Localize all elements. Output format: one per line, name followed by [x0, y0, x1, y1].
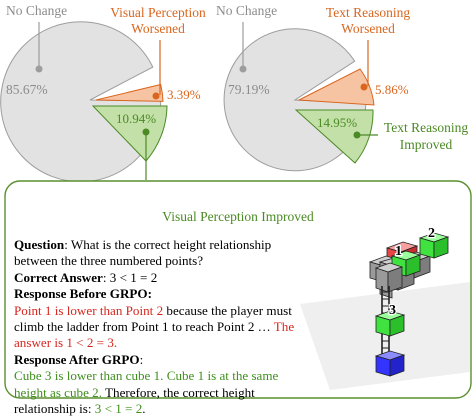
right-worsened-label-line1: Text Reasoning: [326, 5, 410, 20]
after-grpo-response: Cube 3 is lower than cube 1. Cube 1 is a…: [14, 368, 314, 417]
figure-canvas: No Change 85.67% Visual Perception Worse…: [0, 3, 472, 399]
question-text: : What is the correct height relationshi…: [14, 237, 272, 269]
correct-answer-text: : 3 < 1 = 2: [102, 269, 158, 285]
after-grpo-text-3: 3 < 1 = 2: [94, 401, 143, 417]
right-improved-label-line1: Text Reasoning: [384, 120, 468, 135]
green-cube-3: [374, 310, 406, 337]
right-pie-chart: No Change 79.19% Text Reasoning Worsened…: [216, 3, 468, 172]
right-pie-improved-slice: [294, 109, 374, 164]
after-grpo-text-4: .: [142, 401, 146, 417]
correct-answer-label: Correct Answer: [14, 269, 103, 285]
right-worsened-value: 5.86%: [375, 82, 409, 97]
left-improved-dot: [142, 128, 150, 136]
left-no-change-value: 85.67%: [6, 82, 48, 97]
before-grpo-text-1: Point 1 is lower than Point 2: [14, 302, 164, 318]
green-cube-2: [418, 232, 450, 259]
left-pie-worsened-slice: [95, 83, 164, 102]
blue-cube: [374, 350, 406, 377]
after-grpo-text-1: Cube 3 is lower than cube 1. Cube 1 is a…: [14, 368, 279, 400]
before-grpo-text-3: The answer is 1 < 2 = 3.: [14, 319, 295, 351]
before-grpo-text-2: because the player must climb the ladder…: [14, 302, 292, 335]
point-label-1: 1: [395, 244, 402, 259]
right-no-change-label: No Change: [216, 3, 277, 18]
left-pie-chart: No Change 85.67% Visual Perception Worse…: [0, 3, 206, 183]
right-improved-label-line2: Improved: [400, 137, 453, 152]
left-worsened-label-line1: Visual Perception: [110, 5, 206, 20]
after-grpo-label-line: Response After GRPO:: [14, 351, 144, 367]
correct-answer-line: Correct Answer: 3 < 1 = 2: [14, 270, 314, 286]
before-grpo-label-line: Response Before GRPO:: [14, 286, 152, 302]
right-worsened-label-line2: Worsened: [341, 21, 395, 36]
after-grpo-label: Response After GRPO: [14, 351, 140, 367]
gray-cube-left: [374, 262, 404, 293]
left-worsened-dot: [152, 92, 160, 100]
right-pie-worsened-slice: [297, 68, 375, 106]
left-improved-value: 10.94%: [116, 111, 156, 126]
left-worsened-label-line2: Worsened: [131, 21, 185, 36]
question-line: Question: What is the correct height rel…: [14, 237, 314, 270]
before-grpo-label: Response Before GRPO: [14, 286, 148, 302]
right-improved-value: 14.95%: [317, 115, 357, 130]
left-no-change-dot: [35, 65, 43, 73]
before-grpo-response: Point 1 is lower than Point 2 because th…: [14, 303, 314, 352]
left-pie-no-change-slice: [0, 21, 162, 183]
right-no-change-dot: [239, 65, 247, 73]
game-scene-illustration: 1 2 3: [300, 225, 470, 390]
example-title: Visual Perception Improved: [162, 209, 314, 224]
right-improved-dot: [353, 131, 361, 139]
point-label-3: 3: [389, 303, 396, 318]
example-text-block: Question: What is the correct height rel…: [14, 237, 314, 417]
question-label: Question: [14, 237, 65, 252]
right-worsened-dot: [360, 83, 368, 91]
left-worsened-value: 3.39%: [167, 87, 201, 102]
point-label-2: 2: [428, 226, 435, 241]
left-no-change-label: No Change: [6, 3, 67, 18]
right-no-change-value: 79.19%: [228, 82, 270, 97]
scene-ground-plane: [300, 282, 470, 390]
